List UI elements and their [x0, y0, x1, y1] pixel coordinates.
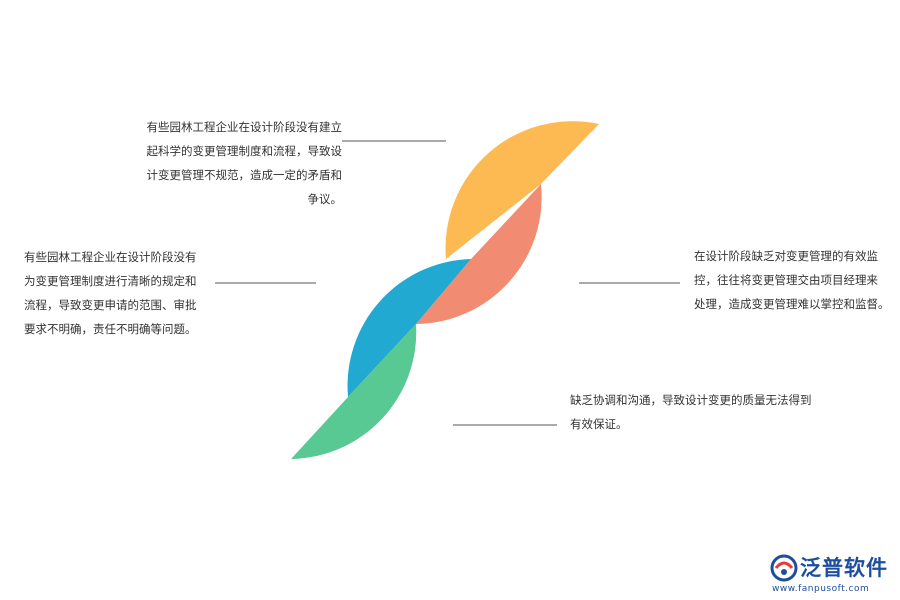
brand-logo: 泛普软件 www.fanpusoft.com [766, 552, 896, 598]
note-bottom-right: 缺乏协调和沟通，导致设计变更的质量无法得到 有效保证。 [570, 393, 812, 431]
note-top-left: 有些园林工程企业在设计阶段没有建立 起科学的变更管理制度和流程，导致设 计变更管… [146, 120, 343, 206]
segment-blue-left [347, 259, 471, 397]
segment-yellow-top [445, 121, 599, 259]
note-left: 有些园林工程企业在设计阶段没有 为变更管理制度进行清晰的规定和 流程，导致变更申… [24, 250, 197, 336]
note-right: 在设计阶段缺乏对变更管理的有效监 控，往往将变更管理交由项目经理来 处理，造成变… [694, 249, 890, 311]
segment-salmon-right [416, 184, 542, 324]
brand-name: 泛普软件 [800, 556, 888, 580]
segment-green-bottom [291, 324, 417, 459]
fanpu-logo-icon [770, 554, 798, 582]
brand-url: www.fanpusoft.com [772, 584, 870, 594]
